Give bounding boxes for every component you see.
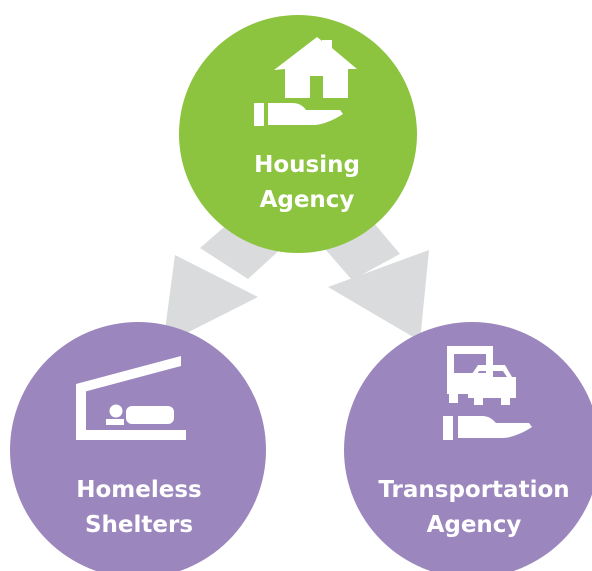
node-homeless-shelters: Homeless Shelters <box>10 322 266 571</box>
homeless-shelters-label-line1: Homeless <box>76 477 201 503</box>
housing-agency-label-line1: Housing <box>254 152 360 178</box>
bus-and-car-in-hand-icon <box>443 346 532 440</box>
house-in-hand-icon <box>254 37 357 126</box>
homeless-shelters-label-line2: Shelters <box>85 512 193 538</box>
node-housing-agency: Housing Agency <box>179 15 417 253</box>
housing-agency-label-line2: Agency <box>260 187 355 213</box>
transportation-agency-circle <box>344 322 592 571</box>
transportation-agency-label-line2: Agency <box>427 512 522 538</box>
node-transportation-agency: Transportation Agency <box>344 322 592 571</box>
homeless-shelters-circle <box>10 322 266 571</box>
housing-agency-circle <box>179 15 417 253</box>
person-sleeping-under-shelter-icon <box>76 356 186 440</box>
transportation-agency-label-line1: Transportation <box>378 477 569 503</box>
